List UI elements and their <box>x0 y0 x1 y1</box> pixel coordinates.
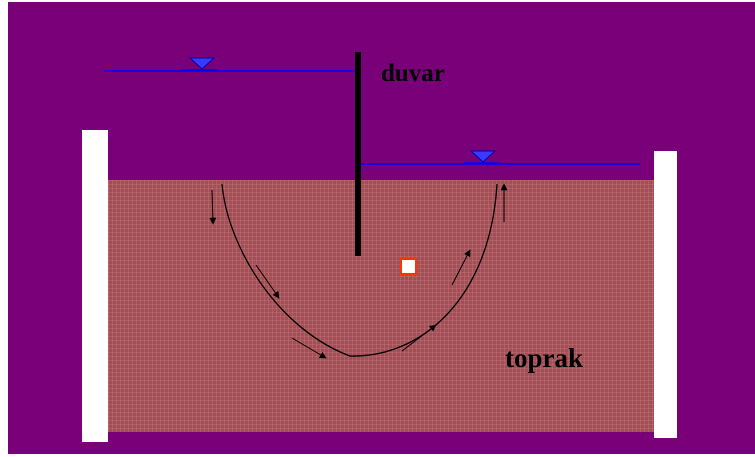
upstream-water-level-icon <box>188 57 216 70</box>
flow-arrow-icon <box>451 249 471 286</box>
flow-arrow-icon <box>401 324 437 352</box>
square-marker-icon <box>400 258 417 275</box>
flow-arrow-icon <box>209 189 217 225</box>
flow-line <box>221 183 498 357</box>
sheet-pile-wall <box>355 52 361 256</box>
soil-label: toprak <box>505 343 583 373</box>
wall-label: duvar <box>381 60 445 87</box>
flow-arrow-icon <box>255 264 280 299</box>
left-side-wall <box>82 130 108 442</box>
soil-region <box>107 180 655 432</box>
flow-arrow-icon <box>291 337 327 359</box>
right-side-wall <box>654 151 677 438</box>
downstream-water-level-icon <box>469 150 497 163</box>
